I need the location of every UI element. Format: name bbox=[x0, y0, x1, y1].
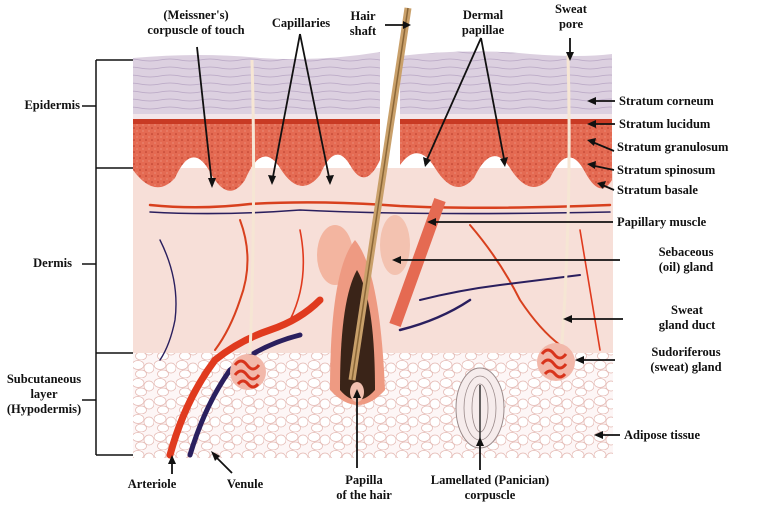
label-sebaceous-gland: Sebaceous (oil) gland bbox=[659, 245, 714, 275]
label-hypodermis-line2: layer bbox=[30, 387, 58, 401]
label-hair-shaft-line1: Hair bbox=[350, 9, 376, 23]
label-sebaceous-line2: (oil) gland bbox=[658, 260, 714, 274]
label-dermal-papillae: Dermal papillae bbox=[462, 8, 504, 38]
hair-follicle bbox=[330, 7, 412, 405]
layer-brackets bbox=[82, 59, 133, 456]
label-hypodermis: Subcutaneous layer (Hypodermis) bbox=[7, 372, 81, 417]
label-arteriole: Arteriole bbox=[127, 477, 177, 491]
label-sweat-pore-line1: Sweat bbox=[555, 2, 587, 16]
label-papilla-line1: Papilla bbox=[345, 473, 383, 487]
label-stratum-spinosum: Stratum spinosum bbox=[617, 163, 716, 177]
label-sudoriferous-line1: Sudoriferous bbox=[651, 345, 721, 359]
label-sudoriferous-gland: Sudoriferous (sweat) gland bbox=[650, 345, 721, 375]
label-stratum-granulosum: Stratum granulosum bbox=[617, 140, 729, 154]
label-hair-shaft: Hair shaft bbox=[350, 9, 376, 39]
label-hypodermis-line1: Subcutaneous bbox=[6, 372, 82, 386]
label-hypodermis-line3: (Hypodermis) bbox=[6, 402, 82, 416]
label-sudoriferous-line2: (sweat) gland bbox=[650, 360, 722, 374]
label-dermal-papillae-line2: papillae bbox=[461, 23, 505, 37]
label-lamellated-line2: corpuscle bbox=[464, 488, 516, 502]
arrowheads bbox=[168, 21, 606, 464]
lamellated-corpuscle-shape bbox=[455, 367, 505, 449]
label-stratum-basale: Stratum basale bbox=[617, 183, 698, 197]
label-sweat-gland-duct: Sweat gland duct bbox=[659, 303, 716, 333]
label-sebaceous-line1: Sebaceous bbox=[658, 245, 714, 259]
label-sweat-duct-line1: Sweat bbox=[671, 303, 703, 317]
label-lamellated-line1: Lamellated (Panician) bbox=[430, 473, 550, 487]
blood-vessels bbox=[148, 201, 612, 459]
label-sweat-pore-line2: pore bbox=[558, 17, 584, 31]
label-lamellated-corpuscle: Lamellated (Panician) corpuscle bbox=[431, 473, 549, 503]
right-tissue-block bbox=[400, 51, 612, 189]
label-sweat-duct-line2: gland duct bbox=[658, 318, 716, 332]
label-stratum-lucidum: Stratum lucidum bbox=[619, 117, 711, 131]
label-hair-shaft-line2: shaft bbox=[349, 24, 377, 38]
label-capillaries: Capillaries bbox=[271, 16, 331, 30]
label-sweat-pore: Sweat pore bbox=[555, 2, 587, 32]
label-stratum-corneum: Stratum corneum bbox=[619, 94, 714, 108]
sweat-gland-right bbox=[537, 343, 575, 381]
label-papilla-of-hair: Papilla of the hair bbox=[336, 473, 392, 503]
label-adipose-tissue: Adipose tissue bbox=[624, 428, 701, 442]
sebaceous-gland-right bbox=[380, 215, 410, 275]
sweat-gland-left bbox=[230, 354, 266, 390]
label-dermal-papillae-line1: Dermal bbox=[462, 8, 504, 22]
label-papillary-muscle: Papillary muscle bbox=[617, 215, 707, 229]
label-meissner-line2: corpuscle of touch bbox=[147, 23, 245, 37]
label-papilla-line2: of the hair bbox=[336, 488, 392, 502]
label-meissner-corpuscle: (Meissner's) corpuscle of touch bbox=[147, 8, 244, 38]
label-epidermis: Epidermis bbox=[24, 98, 80, 112]
label-dermis: Dermis bbox=[33, 256, 72, 270]
label-venule: Venule bbox=[226, 477, 264, 491]
label-meissner-line1: (Meissner's) bbox=[163, 8, 229, 22]
